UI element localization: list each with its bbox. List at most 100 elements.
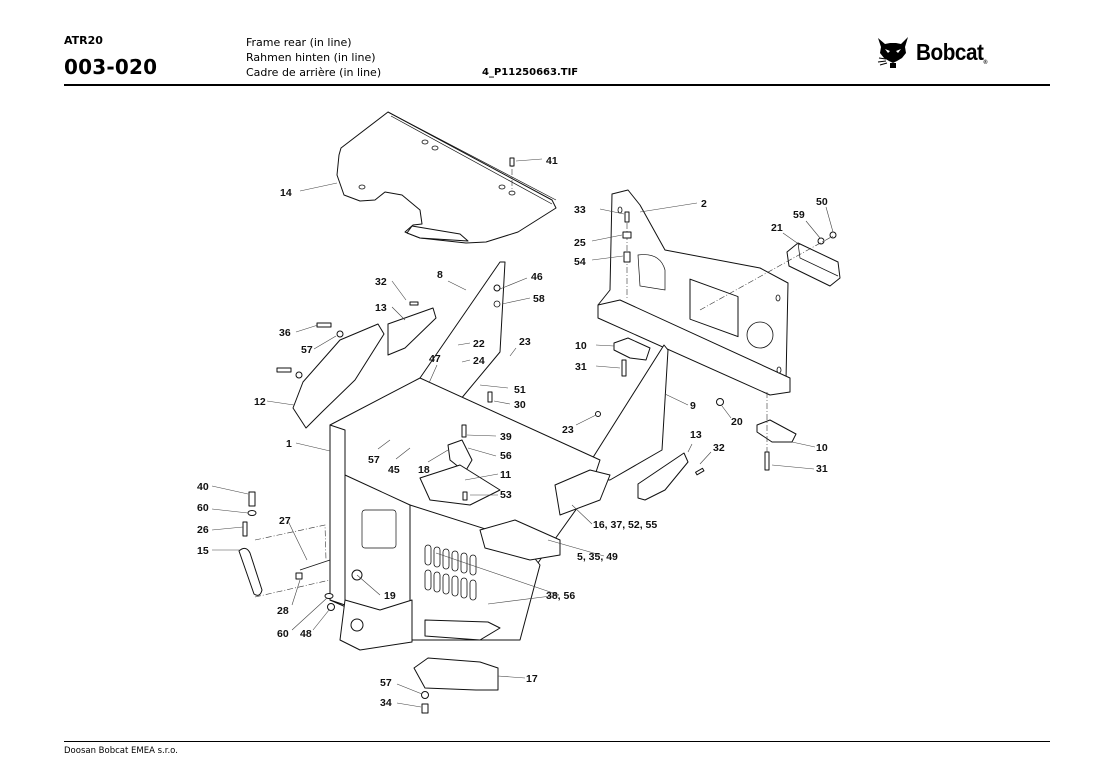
part-46-nut — [493, 284, 501, 292]
part-50-nut — [829, 231, 837, 239]
callout-34: 34 — [380, 697, 392, 709]
registered-mark: ® — [983, 59, 987, 66]
callout-31-top: 31 — [575, 361, 587, 373]
callout-54: 54 — [574, 256, 586, 268]
callout-36: 36 — [279, 327, 291, 339]
callout-18: 18 — [418, 464, 430, 476]
part-28-cap — [295, 572, 303, 580]
callout-23-mid: 23 — [562, 424, 574, 436]
bobcat-logo: Bobcat® — [876, 32, 995, 72]
callout-26: 26 — [197, 524, 209, 536]
bobcat-head-icon — [877, 37, 908, 68]
part-57-nut — [421, 691, 429, 699]
part-48-nut — [327, 603, 335, 611]
callout-46: 46 — [531, 271, 543, 283]
part-13-side-plate-right — [637, 452, 689, 501]
part-10-bracket-b — [756, 419, 797, 443]
part-53-bolt — [462, 491, 468, 501]
leader-lines — [211, 158, 834, 708]
assembly-line-21 — [699, 235, 834, 311]
callout-32-right: 32 — [713, 442, 725, 454]
part-40-bolt — [248, 491, 256, 507]
callout-1: 1 — [286, 438, 292, 450]
part-59-washer — [817, 237, 825, 245]
title-en: Frame rear (in line) — [246, 36, 352, 49]
callout-32-left: 32 — [375, 276, 387, 288]
part-33-25-54-pin-stack — [622, 211, 632, 300]
title-de: Rahmen hinten (in line) — [246, 51, 376, 64]
part-13-side-plate-left — [387, 307, 437, 356]
callout-23-top: 23 — [519, 336, 531, 348]
part-60-washer-b — [324, 593, 334, 599]
callout-8: 8 — [437, 269, 443, 281]
callout-57-bottom: 57 — [380, 677, 392, 689]
callout-39: 39 — [500, 431, 512, 443]
callout-10-top: 10 — [575, 340, 587, 352]
callout-22: 22 — [473, 338, 485, 350]
callout-31-right: 31 — [816, 463, 828, 475]
callout-15: 15 — [197, 545, 209, 557]
callout-5-35-49: 5, 35, 49 — [577, 551, 618, 563]
callout-12: 12 — [254, 396, 266, 408]
part-5-mount — [479, 519, 561, 561]
footer-rule — [64, 741, 1050, 742]
callout-25: 25 — [574, 237, 586, 249]
callout-51: 51 — [514, 384, 526, 396]
callout-40: 40 — [197, 481, 209, 493]
part-18-bracket — [447, 439, 473, 473]
part-14-cover-plate — [336, 111, 557, 244]
callout-38-56: 38, 56 — [546, 590, 575, 602]
part-12-side-plate — [292, 323, 385, 429]
part-41-bolt — [509, 157, 515, 192]
callout-59: 59 — [793, 209, 805, 221]
callout-50: 50 — [816, 196, 828, 208]
part-30-bolt — [487, 391, 493, 403]
callout-13-right: 13 — [690, 429, 702, 441]
vent-slots — [424, 544, 477, 601]
callout-45: 45 — [388, 464, 400, 476]
callout-57-left: 57 — [301, 344, 313, 356]
part-39-bolt — [461, 424, 467, 438]
part-20-nut — [716, 398, 724, 406]
model-name: ATR20 — [64, 34, 103, 47]
callout-2: 2 — [701, 198, 707, 210]
callout-57-mid: 57 — [368, 454, 380, 466]
part-16-hinge — [554, 469, 611, 516]
callout-labels: 14 41 33 2 50 59 21 25 54 8 46 32 58 13 … — [197, 155, 828, 709]
part-21-block — [786, 242, 841, 287]
callout-24: 24 — [473, 355, 485, 367]
callout-11: 11 — [500, 469, 511, 481]
callout-13-left: 13 — [375, 302, 387, 314]
part-57-nut-a — [336, 330, 344, 338]
callout-48: 48 — [300, 628, 312, 640]
callout-21: 21 — [771, 222, 783, 234]
part-31-bolt-a — [621, 359, 627, 377]
assembly-lines-15 — [254, 524, 331, 598]
part-26-pin — [242, 521, 248, 537]
callout-60-top: 60 — [197, 502, 209, 514]
part-15-link — [238, 547, 263, 596]
section-titles: Frame rear (in line) Rahmen hinten (in l… — [246, 35, 381, 80]
callout-9: 9 — [690, 400, 696, 412]
callout-53: 53 — [500, 489, 512, 501]
part-32-screw-right — [695, 467, 705, 476]
part-36-bolt-b — [276, 367, 292, 373]
part-10-bracket-a — [613, 337, 651, 361]
callout-30: 30 — [514, 399, 526, 411]
part-58-washer — [493, 300, 501, 308]
callout-58: 58 — [533, 293, 545, 305]
callout-16-37-52-55: 16, 37, 52, 55 — [593, 519, 657, 531]
part-17-lower-bracket — [413, 657, 499, 691]
part-27-spring — [299, 559, 331, 571]
part-36-bolt-a — [316, 322, 332, 328]
callout-14: 14 — [280, 187, 292, 199]
part-32-screw-left — [409, 301, 419, 306]
part-57-nut-b — [295, 371, 303, 379]
part-23-nut — [595, 411, 601, 417]
callout-47: 47 — [429, 353, 441, 365]
part-31-bolt-b — [764, 451, 770, 471]
callout-60-bottom: 60 — [277, 628, 289, 640]
part-34-bolt — [421, 703, 429, 714]
callout-56-mid: 56 — [500, 450, 512, 462]
